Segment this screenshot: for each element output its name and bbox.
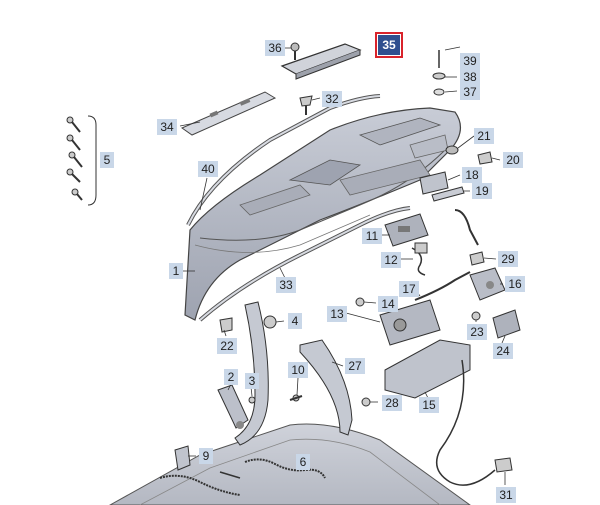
part-29 <box>469 251 485 266</box>
callout-39[interactable]: 39 <box>460 53 480 69</box>
part-28 <box>361 397 371 407</box>
callout-36[interactable]: 36 <box>265 40 285 56</box>
callout-24[interactable]: 24 <box>493 343 513 359</box>
grommet-32 <box>299 95 313 115</box>
callout-34[interactable]: 34 <box>157 119 177 135</box>
callout-19[interactable]: 19 <box>472 183 492 199</box>
callout-1[interactable]: 1 <box>169 263 183 279</box>
callout-40[interactable]: 40 <box>198 161 218 177</box>
callout-32[interactable]: 32 <box>322 91 342 107</box>
hinge-arm-27 <box>299 339 353 436</box>
callout-4[interactable]: 4 <box>288 313 302 329</box>
callout-22[interactable]: 22 <box>217 338 237 354</box>
hinge-arm-3 <box>234 301 269 446</box>
callout-2[interactable]: 2 <box>224 369 238 385</box>
part-9 <box>174 445 191 471</box>
part-23 <box>471 311 481 321</box>
spring-6 <box>244 458 326 479</box>
callout-21[interactable]: 21 <box>474 128 494 144</box>
callout-38[interactable]: 38 <box>460 69 480 85</box>
callout-33[interactable]: 33 <box>276 277 296 293</box>
cable-17 <box>414 271 471 301</box>
callout-3[interactable]: 3 <box>245 373 259 389</box>
part-22 <box>219 317 233 333</box>
callout-15[interactable]: 15 <box>419 397 439 413</box>
callout-5[interactable]: 5 <box>100 152 114 168</box>
part-19 <box>431 186 465 202</box>
housing-15 <box>384 339 471 399</box>
callout-29[interactable]: 29 <box>498 251 518 267</box>
callout-20[interactable]: 20 <box>503 152 523 168</box>
cable-31 <box>435 359 496 486</box>
part-14 <box>355 297 365 307</box>
screw-36 <box>290 42 300 60</box>
callout-35[interactable]: 35 <box>375 32 403 58</box>
callout-14[interactable]: 14 <box>378 296 398 312</box>
bracket-34 <box>180 91 277 136</box>
screw-set-5 <box>66 116 83 201</box>
part-12 <box>411 242 428 276</box>
callout-28[interactable]: 28 <box>382 395 402 411</box>
lock-16 <box>469 267 506 301</box>
screw-10 <box>289 394 303 402</box>
vehicle-body-panel <box>108 423 471 505</box>
part-24 <box>492 309 521 339</box>
trunk-lid <box>184 107 461 321</box>
callout-12[interactable]: 12 <box>381 252 401 268</box>
part-21 <box>445 145 459 155</box>
hinge-2 <box>217 384 249 429</box>
callout-31[interactable]: 31 <box>496 487 516 503</box>
part-11 <box>384 213 429 247</box>
part-31-end <box>494 457 513 473</box>
callout-18[interactable]: 18 <box>462 167 482 183</box>
callout-27[interactable]: 27 <box>345 358 365 374</box>
callout-17[interactable]: 17 <box>399 281 419 297</box>
callout-10[interactable]: 10 <box>288 362 308 378</box>
callout-23[interactable]: 23 <box>467 324 487 340</box>
part-18 <box>419 171 449 195</box>
part-4 <box>263 315 277 329</box>
screw-3 <box>248 396 256 404</box>
part-20 <box>477 151 493 165</box>
callout-6[interactable]: 6 <box>296 454 310 470</box>
callout-16[interactable]: 16 <box>505 276 525 292</box>
callout-11[interactable]: 11 <box>362 228 382 244</box>
callout-13[interactable]: 13 <box>327 306 347 322</box>
callout-37[interactable]: 37 <box>460 84 480 100</box>
callout-9[interactable]: 9 <box>199 448 213 464</box>
parts-37-39 <box>432 50 446 96</box>
